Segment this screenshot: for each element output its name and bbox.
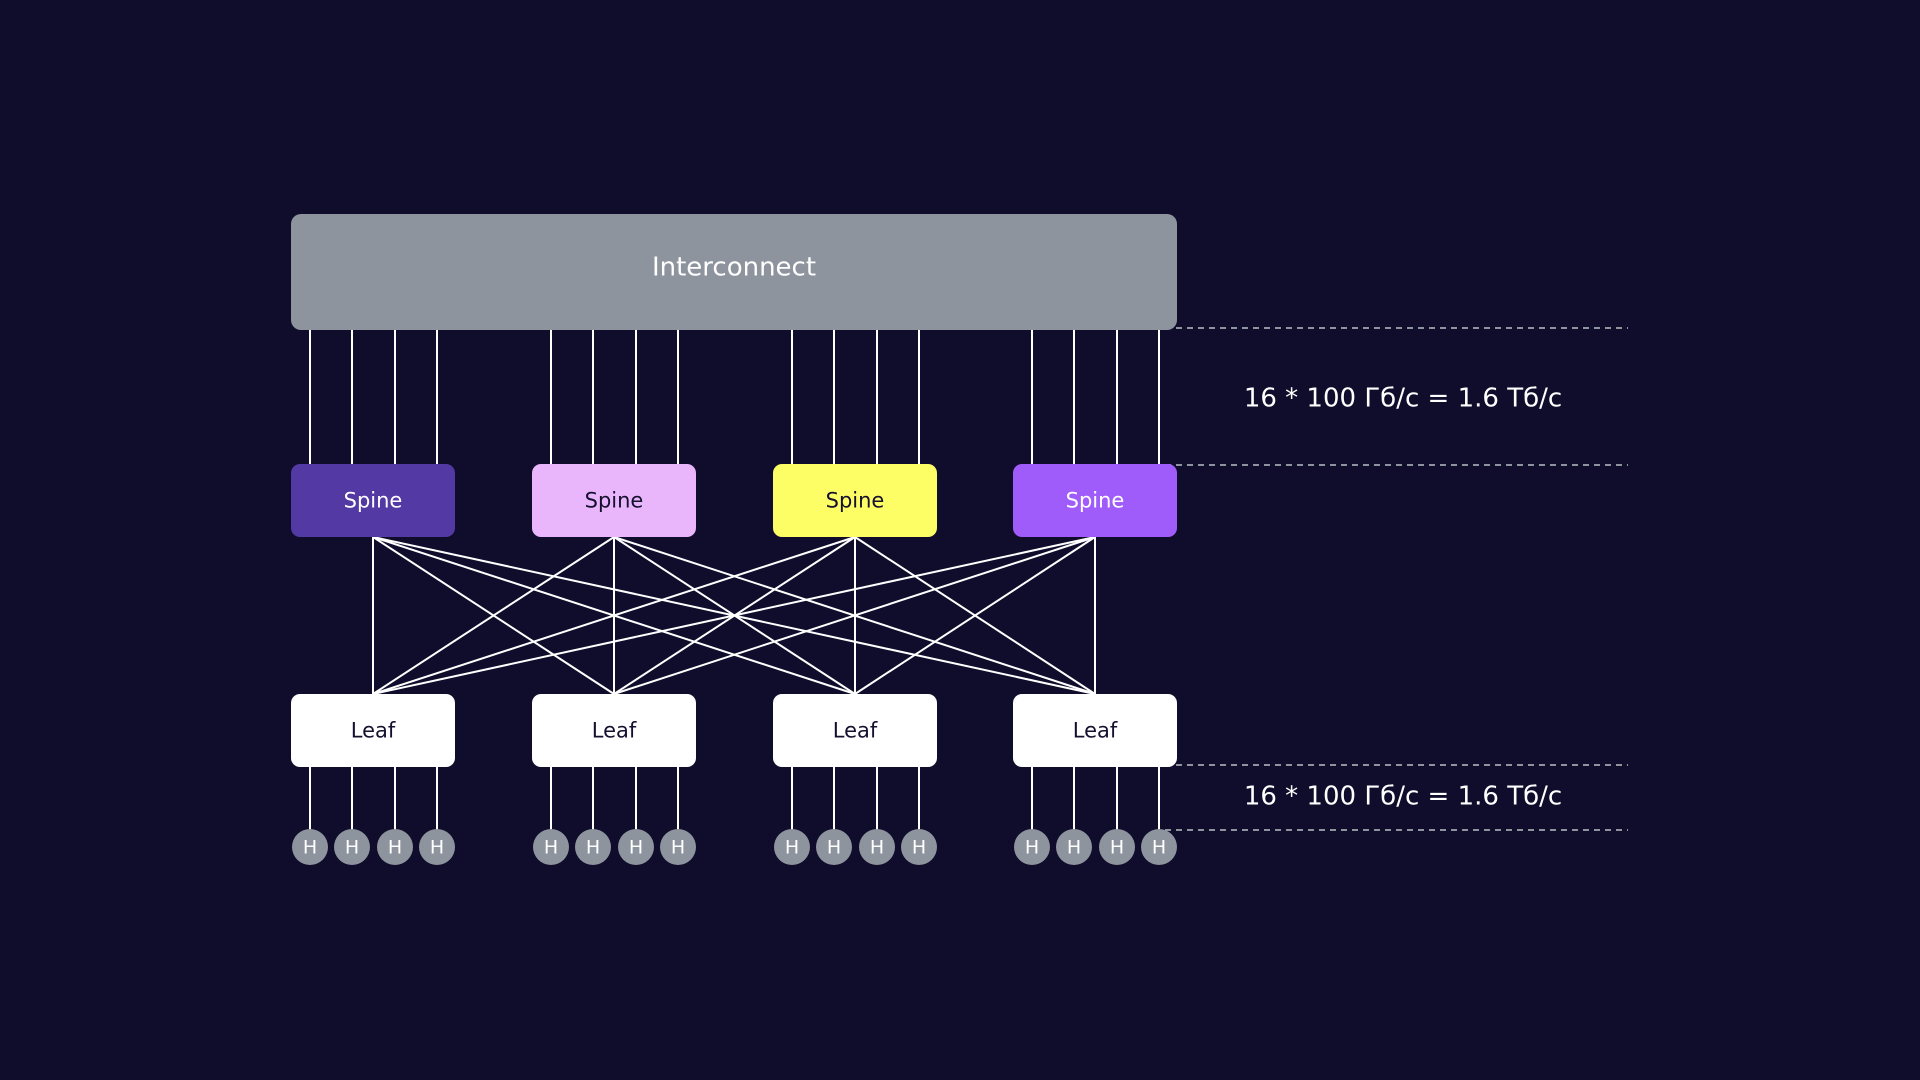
leaves-group: Leaf Leaf Leaf Leaf — [291, 694, 1177, 767]
host-circle — [618, 829, 654, 865]
spine-box — [532, 464, 696, 537]
bandwidth-annotations: 16 * 100 Гб/с = 1.6 Тб/с 16 * 100 Гб/с =… — [1244, 384, 1562, 812]
host-node: H — [377, 829, 413, 865]
spine-node: Spine — [773, 464, 937, 537]
spine-label: Spine — [1066, 489, 1125, 513]
host-circle — [774, 829, 810, 865]
spine-leaf-link — [613, 536, 1096, 695]
host-circle — [1014, 829, 1050, 865]
host-circle — [816, 829, 852, 865]
spine-leaf-link — [854, 536, 1096, 695]
host-circle — [1141, 829, 1177, 865]
host-node: H — [618, 829, 654, 865]
host-node: H — [774, 829, 810, 865]
host-label: H — [1025, 837, 1039, 859]
leaf-node: Leaf — [532, 694, 696, 767]
host-circle — [334, 829, 370, 865]
host-circle — [377, 829, 413, 865]
spine-label: Spine — [826, 489, 885, 513]
host-circle — [1099, 829, 1135, 865]
guides-layer — [1165, 327, 1628, 831]
host-label: H — [1110, 837, 1124, 859]
leaf-node: Leaf — [773, 694, 937, 767]
host-node: H — [901, 829, 937, 865]
leaf-label: Leaf — [351, 719, 396, 743]
host-label: H — [1152, 837, 1166, 859]
host-node: H — [859, 829, 895, 865]
spine-leaf-link — [372, 536, 615, 695]
host-node: H — [575, 829, 611, 865]
interconnect-node: Interconnect — [291, 214, 1177, 330]
spines-group: Spine Spine Spine Spine — [291, 464, 1177, 537]
host-label: H — [1067, 837, 1081, 859]
host-label: H — [912, 837, 926, 859]
leaf-box — [1013, 694, 1177, 767]
leaf-box — [532, 694, 696, 767]
host-node: H — [816, 829, 852, 865]
host-label: H — [544, 837, 558, 859]
spine-label: Spine — [585, 489, 644, 513]
host-label: H — [629, 837, 643, 859]
spine-node: Spine — [1013, 464, 1177, 537]
host-circle — [292, 829, 328, 865]
host-node: H — [334, 829, 370, 865]
host-circle — [660, 829, 696, 865]
links-layer — [309, 330, 1160, 847]
host-circle — [859, 829, 895, 865]
leaf-box — [291, 694, 455, 767]
host-label: H — [870, 837, 884, 859]
host-label: H — [345, 837, 359, 859]
host-label: H — [303, 837, 317, 859]
host-circle — [533, 829, 569, 865]
leaf-label: Leaf — [1073, 719, 1118, 743]
host-node: H — [1056, 829, 1092, 865]
host-circle — [419, 829, 455, 865]
host-circle — [901, 829, 937, 865]
host-node: H — [1141, 829, 1177, 865]
host-circle — [575, 829, 611, 865]
bandwidth-label-spine-uplinks: 16 * 100 Гб/с = 1.6 Тб/с — [1244, 384, 1562, 414]
interconnect-label: Interconnect — [652, 253, 816, 283]
leaf-node: Leaf — [1013, 694, 1177, 767]
spine-label: Spine — [344, 489, 403, 513]
interconnect-box — [291, 214, 1177, 330]
host-label: H — [430, 837, 444, 859]
host-label: H — [671, 837, 685, 859]
spine-box — [291, 464, 455, 537]
spine-node: Spine — [291, 464, 455, 537]
spine-leaf-link — [372, 536, 1096, 695]
bandwidth-label-leaf-hosts: 16 * 100 Гб/с = 1.6 Тб/с — [1244, 782, 1562, 812]
leaf-label: Leaf — [592, 719, 637, 743]
leaf-box — [773, 694, 937, 767]
host-node: H — [660, 829, 696, 865]
host-label: H — [388, 837, 402, 859]
host-label: H — [827, 837, 841, 859]
leaf-node: Leaf — [291, 694, 455, 767]
host-circle — [1056, 829, 1092, 865]
host-node: H — [419, 829, 455, 865]
host-label: H — [586, 837, 600, 859]
host-node: H — [1099, 829, 1135, 865]
spine-box — [773, 464, 937, 537]
host-node: H — [292, 829, 328, 865]
spine-leaf-link — [372, 536, 856, 695]
spine-box — [1013, 464, 1177, 537]
host-node: H — [533, 829, 569, 865]
spine-node: Spine — [532, 464, 696, 537]
leaf-label: Leaf — [833, 719, 878, 743]
host-node: H — [1014, 829, 1050, 865]
host-label: H — [785, 837, 799, 859]
